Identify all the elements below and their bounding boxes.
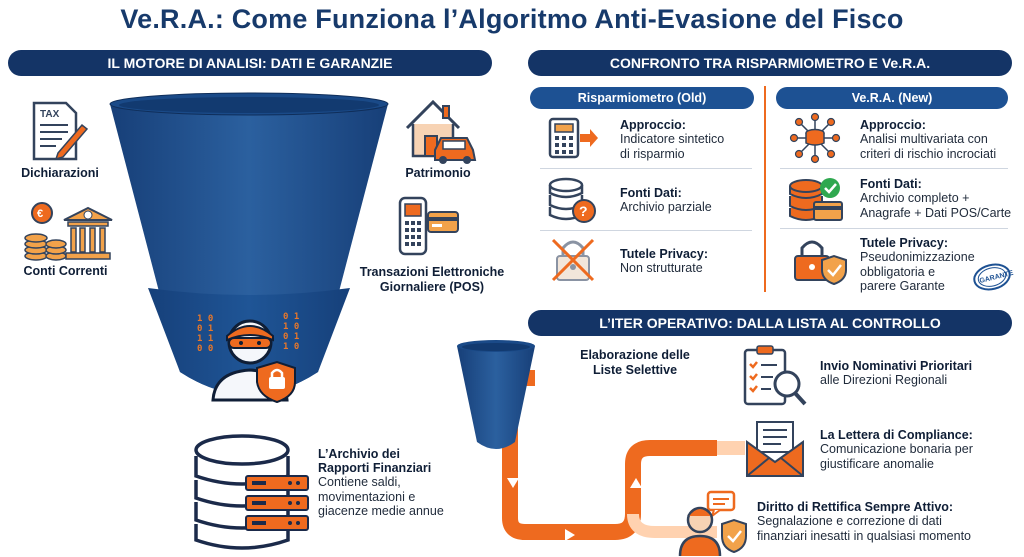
source-dichiarazioni: Dichiarazioni <box>21 166 99 180</box>
step-rettifica-title: Diritto di Rettifica Sempre Attivo: <box>757 500 954 514</box>
source-transazioni-line1: Transazioni Elettroniche <box>359 265 505 279</box>
divider <box>780 228 1008 229</box>
new-privacy-line1: Pseudonimizzazione <box>860 250 975 264</box>
divider <box>780 168 1008 169</box>
process-start-line1: Elaborazione delle <box>580 348 690 362</box>
new-privacy-title: Tutele Privacy: <box>860 236 949 250</box>
step-rettifica-line2: finanziari inesatti in qualsiasi momento <box>757 528 971 543</box>
page-title: Ve.R.A.: Come Funziona l’Algoritmo Anti-… <box>120 4 904 34</box>
source-conti-correnti: Conti Correnti <box>23 264 108 278</box>
binary-stream: 1 0 0 1 1 1 0 0 <box>197 314 214 354</box>
old-approccio-line2: di risparmio <box>620 146 685 161</box>
svg-text:?: ? <box>579 203 588 219</box>
old-row-privacy: Tutele Privacy: Non strutturate <box>620 247 708 276</box>
source-patrimonio: Patrimonio <box>405 166 471 180</box>
envelope-letter-icon <box>746 421 804 477</box>
source-transazioni-line2: Giornaliere (POS) <box>379 280 485 294</box>
new-row-approccio: Approccio: Analisi multivariata con crit… <box>860 118 996 161</box>
new-approccio-title: Approccio: <box>860 118 926 132</box>
step-rettifica-line1: Segnalazione e correzione di dati <box>757 514 942 528</box>
user-feedback-shield-icon <box>678 490 747 557</box>
section-header-process: L’ITER OPERATIVO: DALLA LISTA AL CONTROL… <box>528 310 1012 336</box>
crossed-lock-icon <box>551 238 595 282</box>
multivariate-network-icon <box>789 112 841 164</box>
old-approccio-title: Approccio: <box>620 118 686 132</box>
divider <box>540 168 752 169</box>
compare-divider <box>764 86 766 292</box>
old-row-fonti: Fonti Dati: Archivio parziale <box>620 186 712 215</box>
old-row-approccio: Approccio: Indicatore sintetico di rispa… <box>620 118 724 161</box>
new-approccio-line1: Analisi multivariata con <box>860 132 988 146</box>
archive-desc-line3: giacenze medie annue <box>318 504 444 518</box>
svg-text:€: € <box>37 208 43 220</box>
old-privacy-line1: Non strutturate <box>620 261 703 275</box>
financial-archive-database-icon <box>194 434 309 550</box>
process-start: Elaborazione delle Liste Selettive <box>565 348 705 378</box>
section-header-compare: CONFRONTO TRA RISPARMIOMETRO E Ve.R.A. <box>528 50 1012 76</box>
tax-document-icon: TAX <box>32 101 89 161</box>
calculator-arrow-icon <box>548 117 598 159</box>
step-lettera-title: La Lettera di Compliance: <box>820 428 973 442</box>
archive-title-line2: Rapporti Finanziari <box>318 461 432 475</box>
archive-title-line1: L’Archivio dei <box>318 447 400 461</box>
step-lettera-line2: giustificare anomalie <box>820 456 934 471</box>
garante-stamp-icon: GARANTE <box>973 263 1014 291</box>
old-fonti-title: Fonti Dati: <box>620 186 682 200</box>
tax-label: TAX <box>40 109 60 120</box>
step-invio-line1: alle Direzioni Regionali <box>820 373 948 387</box>
new-row-fonti: Fonti Dati: Archivio completo + Anagrafe… <box>860 177 1011 220</box>
new-row-privacy: Tutele Privacy: Pseudonimizzazione obbli… <box>860 236 975 294</box>
old-privacy-title: Tutele Privacy: <box>620 247 709 261</box>
house-car-icon <box>405 99 477 164</box>
step-lettera-line1: Comunicazione bonaria per <box>820 442 973 456</box>
pos-terminal-icon <box>398 196 459 256</box>
new-fonti-line2: Anagrafe + Dati POS/Carte <box>860 205 1012 220</box>
section-header-engine: IL MOTORE DI ANALISI: DATI E GARANZIE <box>8 50 492 76</box>
archive-text-block: L’Archivio dei Rapporti Finanziari Conti… <box>318 447 444 519</box>
step-lettera: La Lettera di Compliance: Comunicazione … <box>820 428 973 471</box>
step-rettifica: Diritto di Rettifica Sempre Attivo: Segn… <box>757 500 971 543</box>
masked-evader-icon <box>211 319 296 404</box>
analysis-funnel <box>109 92 389 395</box>
new-approccio-line2: criteri di rischio incrociati <box>860 146 997 161</box>
process-flow-path <box>457 340 745 541</box>
source-transazioni: Transazioni Elettroniche Giornaliere (PO… <box>352 265 512 295</box>
archive-desc-line2: movimentazioni e <box>318 489 416 504</box>
column-header-old: Risparmiometro (Old) <box>530 87 754 109</box>
new-fonti-title: Fonti Dati: <box>860 177 922 191</box>
lock-shield-icon <box>794 240 847 286</box>
old-fonti-line1: Archivio parziale <box>620 200 712 214</box>
new-fonti-line1: Archivio completo + <box>860 191 970 205</box>
partial-database-icon: ? <box>548 177 596 223</box>
new-privacy-line3: parere Garante <box>860 279 945 293</box>
step-invio-title: Invio Nominativi Prioritari <box>820 359 973 373</box>
column-header-new: Ve.R.A. (New) <box>776 87 1008 109</box>
binary-stream-right: 0 1 1 0 0 1 1 0 <box>283 312 300 352</box>
old-approccio-line1: Indicatore sintetico <box>620 132 725 146</box>
new-privacy-line2: obbligatoria e <box>860 264 936 279</box>
checklist-magnifier-icon <box>743 345 807 406</box>
complete-database-check-icon <box>789 178 843 221</box>
step-invio: Invio Nominativi Prioritari alle Direzio… <box>820 359 972 388</box>
process-start-line2: Liste Selettive <box>592 363 678 377</box>
archive-desc-line1: Contiene saldi, <box>318 475 401 489</box>
divider <box>540 230 752 231</box>
bank-coins-icon: € <box>24 202 113 261</box>
